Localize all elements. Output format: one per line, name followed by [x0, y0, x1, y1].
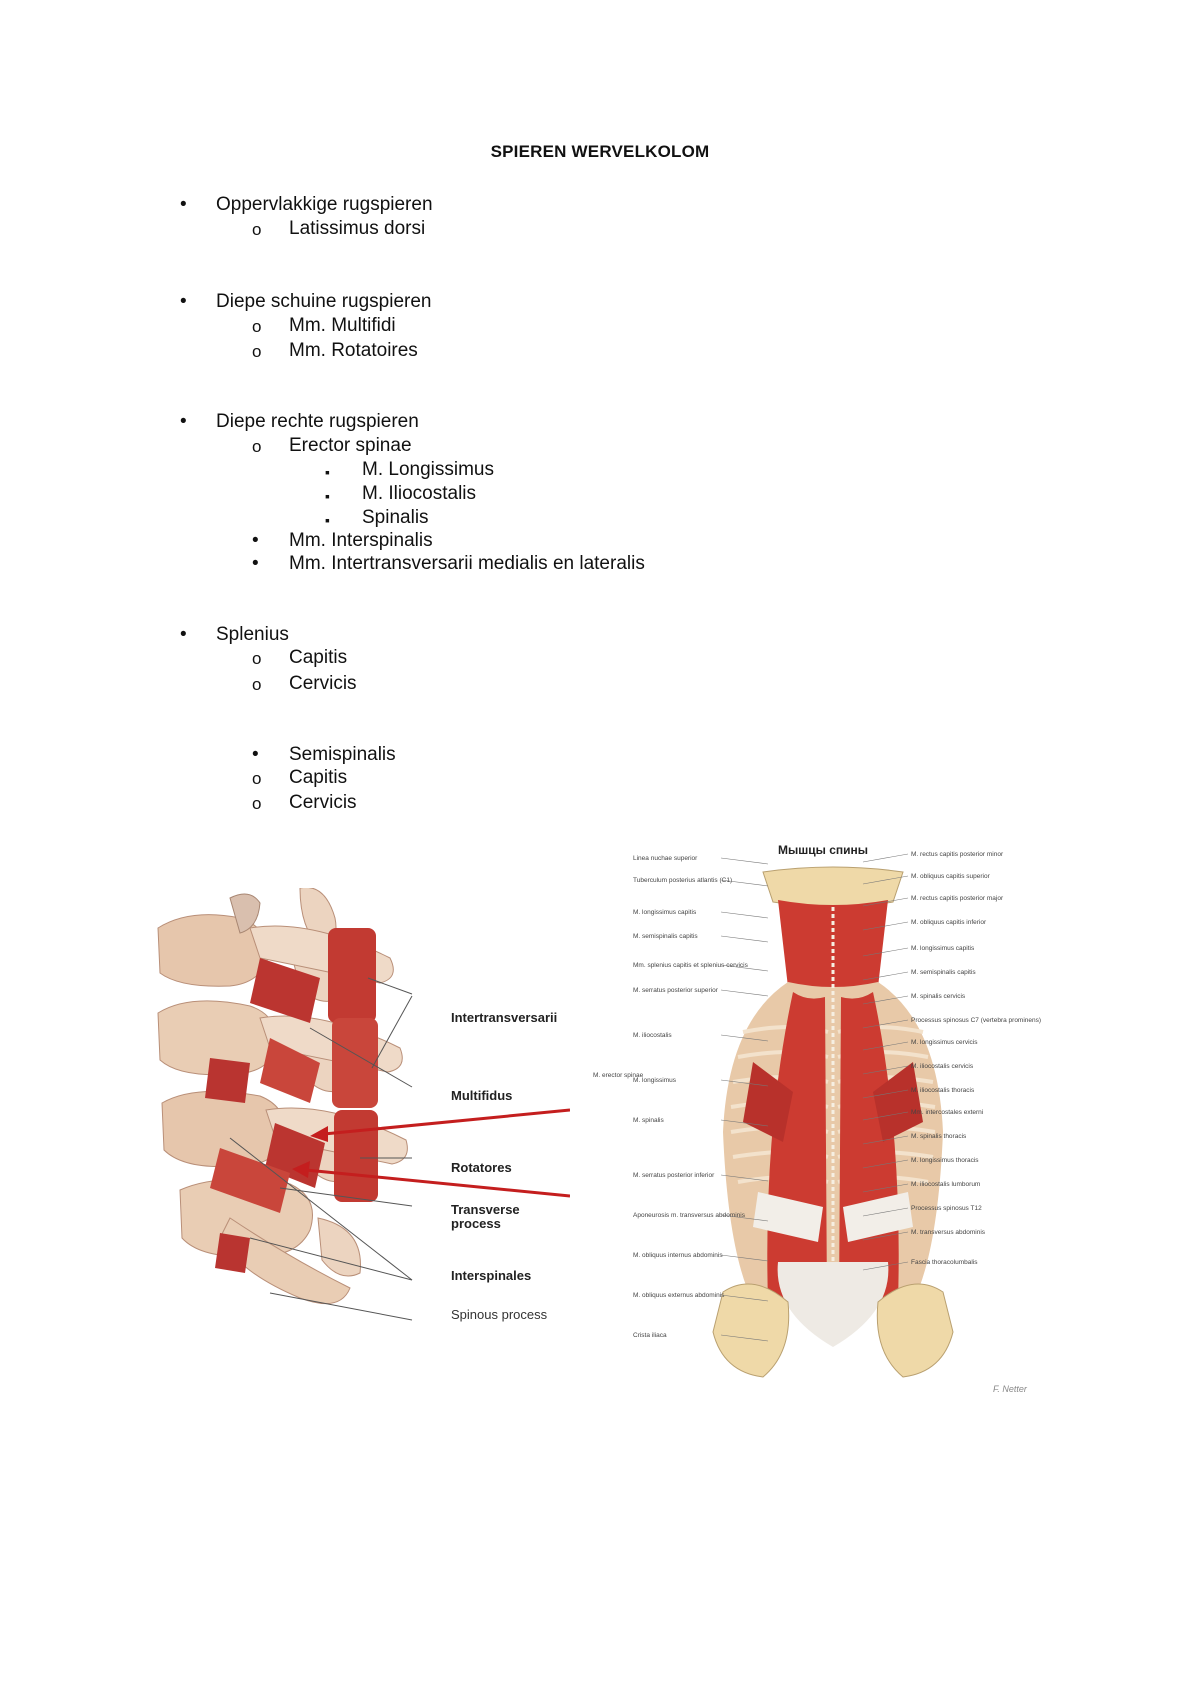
label-multifidus: Multifidus	[451, 1088, 512, 1103]
netter-label-right: M. rectus capitis posterior minor	[911, 851, 1004, 858]
netter-label-right: Mm. intercostales externi	[911, 1109, 983, 1116]
netter-label-right: M. spinalis thoracis	[911, 1133, 967, 1140]
list-bullet: o	[252, 220, 262, 239]
list-item: M. Longissimus	[362, 459, 494, 480]
netter-label-left: M. longissimus capitis	[633, 909, 697, 916]
list-bullet: •	[252, 530, 259, 551]
netter-label-left: Linea nuchae superior	[633, 855, 698, 862]
netter-label-left: M. serratus posterior inferior	[633, 1172, 715, 1179]
list-bullet: •	[180, 624, 187, 645]
list-item: Mm. Multifidi	[289, 315, 396, 336]
netter-label-right: M. longissimus cervicis	[911, 1039, 978, 1046]
list-bullet: o	[252, 342, 262, 361]
netter-label-right: Processus spinosus T12	[911, 1205, 982, 1212]
thoracolumbar-fascia	[777, 1262, 889, 1347]
skull-base	[762, 866, 904, 908]
netter-label-right: M. iliocostalis cervicis	[911, 1063, 974, 1070]
list-bullet: •	[180, 194, 187, 215]
list-bullet: o	[252, 317, 262, 336]
netter-label-right: Fascia thoracolumbalis	[911, 1259, 978, 1266]
label-interspinales: Interspinales	[451, 1268, 531, 1283]
list-item: Spinalis	[362, 507, 429, 528]
netter-label-left: M. obliquus externus abdominis	[633, 1292, 725, 1299]
list-item: Mm. Intertransversarii medialis en later…	[289, 553, 645, 574]
leader-lines	[229, 977, 413, 1321]
list-bullet: o	[252, 675, 262, 694]
list-bullet: ▪	[325, 512, 330, 528]
list-bullet: •	[180, 291, 187, 312]
netter-label-right: M. obliquus capitis inferior	[911, 919, 987, 926]
netter-label-right: M. transversus abdominis	[911, 1229, 986, 1236]
list-item: Semispinalis	[289, 744, 396, 765]
list-item: Erector spinae	[289, 435, 412, 456]
neck-muscles	[778, 900, 888, 995]
list-bullet: o	[252, 794, 262, 813]
list-item: Diepe rechte rugspieren	[216, 411, 419, 432]
list-bullet: ▪	[325, 488, 330, 504]
list-item: Splenius	[216, 624, 289, 645]
netter-label-left: M. iliocostalis	[633, 1032, 672, 1039]
netter-label-left: M. serratus posterior superior	[633, 987, 719, 994]
list-item: Oppervlakkige rugspieren	[216, 194, 433, 215]
list-item: Mm. Interspinalis	[289, 530, 433, 551]
netter-label-right: M. iliocostalis thoracis	[911, 1087, 975, 1094]
pelvis-left	[712, 1283, 790, 1378]
netter-label-left: M. semispinalis capitis	[633, 933, 698, 940]
netter-label-left: M. spinalis	[633, 1117, 664, 1124]
label-spinous-process: Spinous process	[451, 1307, 548, 1322]
list-bullet: o	[252, 649, 262, 668]
list-item: Capitis	[289, 647, 348, 668]
list-bullet: ▪	[325, 464, 330, 480]
netter-label-right: M. longissimus capitis	[911, 945, 975, 952]
list-item: Cervicis	[289, 792, 357, 813]
list-item: Mm. Rotatoires	[289, 340, 418, 361]
list-item: Latissimus dorsi	[289, 218, 426, 239]
netter-label-right: M. longissimus thoracis	[911, 1157, 979, 1164]
list-bullet: o	[252, 769, 262, 788]
label-transverse-process-1: Transverse	[451, 1202, 520, 1217]
list-bullet: •	[252, 744, 259, 765]
netter-label-right: M. rectus capitis posterior major	[911, 895, 1004, 902]
netter-label-left: Tuberculum posterius atlantis (C1)	[633, 877, 732, 884]
netter-label-left: Aponeurosis m. transversus abdominis	[633, 1212, 746, 1219]
netter-label-left: Mm. splenius capitis et splenius cervici…	[633, 962, 749, 969]
figure-right-title: Мышцы спины	[778, 843, 868, 857]
netter-label-right: M. spinalis cervicis	[911, 993, 966, 1000]
figure-deep-spinal-muscles: Intertransversarii Multifidus Rotatores …	[150, 888, 570, 1326]
label-intertransversarii: Intertransversarii	[451, 1010, 557, 1025]
labels-right: M. rectus capitis posterior minor M. obli…	[862, 851, 1041, 1271]
netter-label-right: M. obliquus capitis superior	[911, 873, 991, 880]
list-bullet: •	[180, 411, 187, 432]
netter-label-left: M. obliquus internus abdominis	[633, 1252, 723, 1259]
artist-signature: F. Netter	[993, 1384, 1028, 1394]
netter-label-left: Crista iliaca	[633, 1332, 667, 1339]
list-item: Capitis	[289, 767, 348, 788]
list-item: Cervicis	[289, 673, 357, 694]
aponeurosis-left	[753, 1192, 823, 1242]
netter-label-left: M. erector spinae	[593, 1072, 644, 1079]
red-arrows	[292, 1108, 570, 1198]
netter-label-right: M. iliocostalis lumborum	[911, 1181, 980, 1188]
label-rotatores: Rotatores	[451, 1160, 512, 1175]
list-item: M. Iliocostalis	[362, 483, 477, 504]
netter-label-right: Processus spinosus C7 (vertebra prominen…	[911, 1017, 1041, 1024]
list-item: Diepe schuine rugspieren	[216, 291, 432, 312]
netter-label-left: M. longissimus	[633, 1077, 677, 1084]
label-transverse-process-2: process	[451, 1216, 501, 1231]
list-bullet: •	[252, 553, 259, 574]
netter-label-right: M. semispinalis capitis	[911, 969, 976, 976]
aponeurosis-right	[843, 1192, 913, 1242]
pelvis-right	[876, 1283, 954, 1378]
list-bullet: o	[252, 437, 262, 456]
page-title: SPIEREN WERVELKOLOM	[490, 142, 710, 161]
